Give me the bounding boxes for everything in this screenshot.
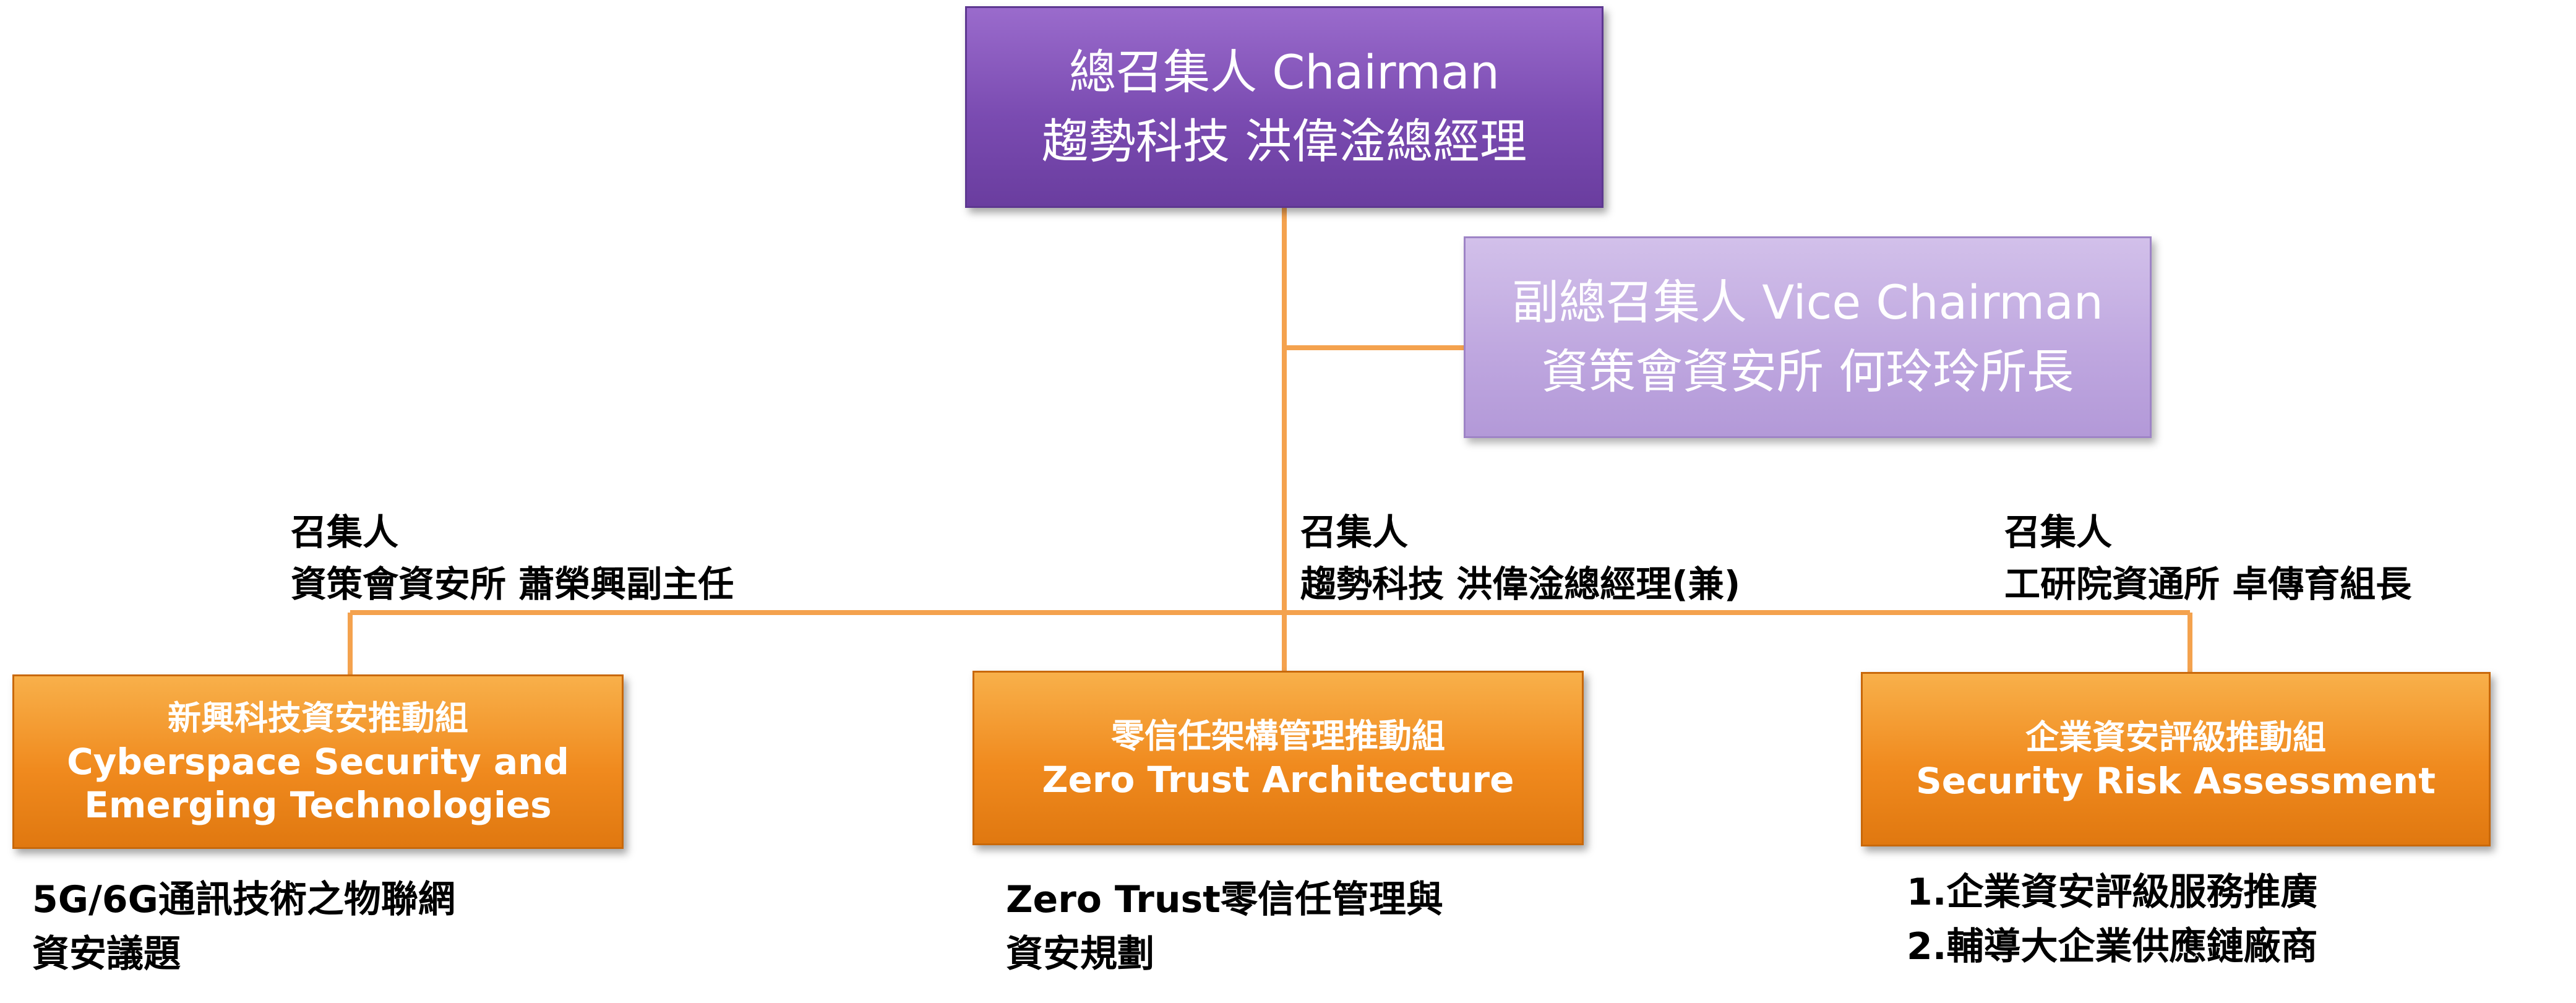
- group2-convener-label: 召集人: [1300, 511, 1409, 553]
- group1-convener: 召集人 資策會資安所 蕭榮興副主任: [291, 506, 734, 610]
- chairman-title: 總召集人 Chairman: [1069, 45, 1500, 100]
- group3-box: 企業資安評級推動組 Security Risk Assessment: [1861, 672, 2491, 846]
- group3-convener-label: 召集人: [2004, 511, 2113, 553]
- group3-name-zh: 企業資安評級推動組: [2025, 718, 2326, 757]
- group3-convener-name: 工研院資通所 卓傳育組長: [2004, 563, 2412, 605]
- group1-desc-line1: 5G/6G通訊技術之物聯網: [32, 878, 455, 921]
- group3-description: 1.企業資安評級服務推廣 2.輔導大企業供應鏈廠商: [1907, 865, 2318, 974]
- group3-desc-line1: 1.企業資安評級服務推廣: [1907, 871, 2318, 914]
- group1-box: 新興科技資安推動組 Cyberspace Security and Emergi…: [12, 674, 624, 849]
- group2-convener: 召集人 趨勢科技 洪偉淦總經理(兼): [1300, 506, 1740, 610]
- group1-name-zh: 新興科技資安推動組: [168, 699, 468, 738]
- chairman-name: 趨勢科技 洪偉淦總經理: [1041, 114, 1527, 169]
- group1-name-en-line2: Emerging Technologies: [84, 784, 552, 826]
- vice-chairman-name: 資策會資安所 何玲玲所長: [1541, 344, 2074, 399]
- group1-description: 5G/6G通訊技術之物聯網 資安議題: [32, 872, 455, 981]
- group2-name-en-line1: Zero Trust Architecture: [1042, 759, 1514, 801]
- group2-desc-line1: Zero Trust零信任管理與: [1006, 878, 1443, 921]
- chairman-box: 總召集人 Chairman 趨勢科技 洪偉淦總經理: [965, 6, 1604, 208]
- group1-desc-line2: 資安議題: [32, 932, 181, 976]
- group1-convener-label: 召集人: [291, 511, 399, 553]
- group2-convener-name: 趨勢科技 洪偉淦總經理(兼): [1300, 563, 1741, 605]
- group1-convener-name: 資策會資安所 蕭榮興副主任: [291, 563, 734, 605]
- group3-name-en-line1: Security Risk Assessment: [1916, 760, 2436, 802]
- group2-name-zh: 零信任架構管理推動組: [1111, 717, 1445, 755]
- group2-desc-line2: 資安規劃: [1006, 932, 1154, 976]
- group3-desc-line2: 2.輔導大企業供應鏈廠商: [1907, 925, 2318, 968]
- group3-convener: 召集人 工研院資通所 卓傳育組長: [2004, 506, 2411, 610]
- group2-description: Zero Trust零信任管理與 資安規劃: [1006, 872, 1443, 981]
- group1-name-en-line1: Cyberspace Security and: [67, 741, 569, 783]
- vice-chairman-box: 副總召集人 Vice Chairman 資策會資安所 何玲玲所長: [1464, 236, 2152, 438]
- vice-chairman-title: 副總召集人 Vice Chairman: [1512, 275, 2103, 330]
- group2-box: 零信任架構管理推動組 Zero Trust Architecture: [972, 671, 1584, 845]
